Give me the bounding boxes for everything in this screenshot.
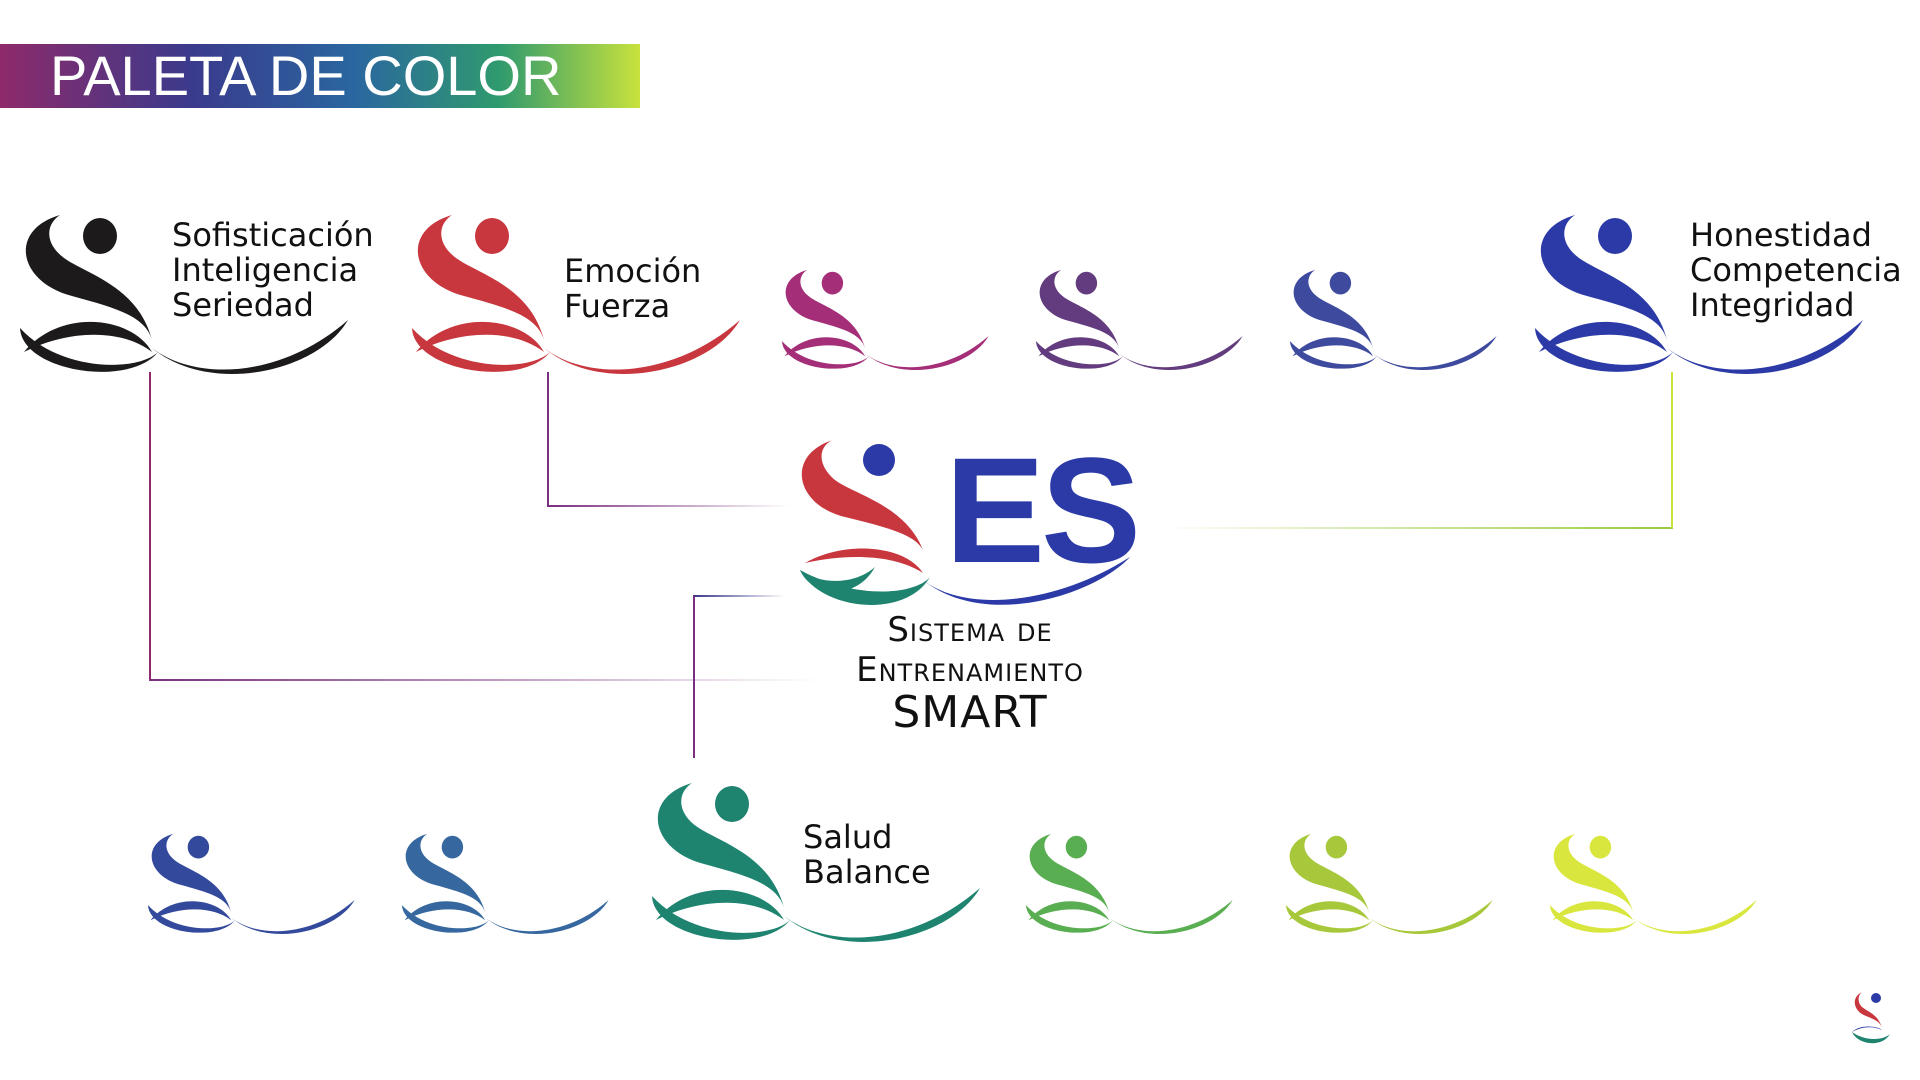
top-swatch-1-word-2: Inteligencia [172, 251, 359, 289]
brand-s-icon [800, 440, 1130, 605]
corner-logo-icon [1852, 992, 1890, 1044]
connector-black [149, 372, 820, 681]
top-swatch-4-icon [1036, 269, 1243, 371]
bottom-swatch-1-icon [148, 833, 355, 935]
connector-teal [693, 595, 785, 758]
bottom-swatch-6-icon [1550, 833, 1757, 935]
top-swatch-6-word-3: Integridad [1690, 286, 1855, 324]
connector-red [547, 372, 790, 507]
bottom-swatch-3-word-1: Salud [803, 818, 893, 856]
top-swatch-6-icon [1535, 215, 1863, 374]
brand-subtitle: Sistema de Entrenamiento SMART [820, 610, 1120, 736]
top-swatch-2-word-2: Fuerza [564, 287, 671, 325]
top-swatch-2-icon [412, 215, 740, 374]
top-swatch-1-word-1: Sofisticación [172, 216, 374, 254]
page-title: PALETA DE COLOR [50, 44, 562, 107]
bottom-swatch-3-icon [652, 783, 980, 942]
brand-letters: ES [945, 426, 1141, 594]
top-swatch-6-word-1: Honestidad [1690, 216, 1872, 254]
bottom-swatch-2-icon [402, 833, 609, 935]
top-swatch-2-word-1: Emoción [564, 252, 702, 290]
brand-logo: ES [795, 435, 1145, 635]
top-swatch-3-icon [782, 269, 989, 371]
brand-subtitle-line-2: Entrenamiento [856, 650, 1084, 690]
bottom-swatch-5-icon [1286, 833, 1493, 935]
top-swatch-1-word-3: Seriedad [172, 286, 314, 324]
top-swatch-6-word-2: Competencia [1690, 251, 1902, 289]
header-banner: PALETA DE COLOR [0, 44, 640, 108]
brand-subtitle-line-3: SMART [892, 687, 1048, 738]
connector-blue [1160, 372, 1673, 529]
bottom-swatch-3-word-2: Balance [803, 853, 931, 891]
top-swatch-5-icon [1290, 269, 1497, 371]
bottom-swatch-4-icon [1026, 833, 1233, 935]
top-swatch-1-icon [20, 215, 348, 374]
brand-subtitle-line-1: Sistema de [887, 610, 1053, 650]
